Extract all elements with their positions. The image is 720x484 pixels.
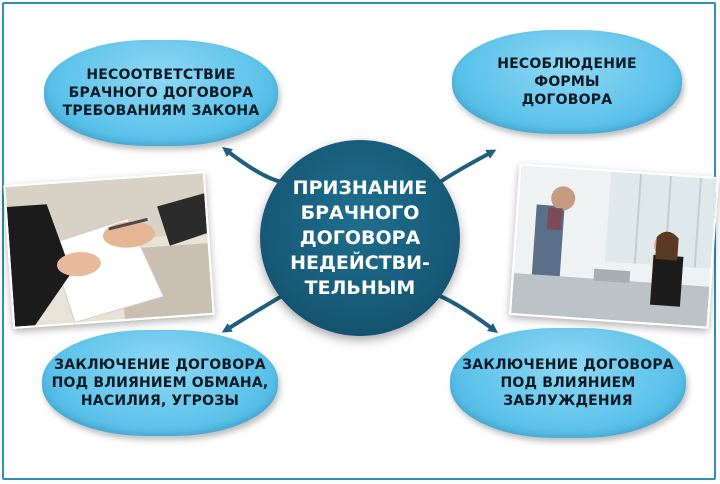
bubble-form-noncompliance: НЕСОБЛЮДЕНИЕ ФОРМЫ ДОГОВОРА (452, 30, 682, 134)
arrow-top-left (222, 146, 283, 184)
bubble-fraud-violence: ЗАКЛЮЧЕНИЕ ДОГОВОРА ПОД ВЛИЯНИЕМ ОБМАНА,… (42, 330, 278, 436)
bubble-law-noncompliance-text: НЕСООТВЕТСТВИЕ БРАЧНОГО ДОГОВОРА ТРЕБОВА… (62, 67, 260, 119)
arrow-top-right (438, 149, 497, 184)
bubble-form-noncompliance-text: НЕСОБЛЮДЕНИЕ ФОРМЫ ДОГОВОРА (497, 56, 637, 108)
bubble-delusion: ЗАКЛЮЧЕНИЕ ДОГОВОРА ПОД ВЛИЯНИЕМ ЗАБЛУЖД… (450, 328, 686, 438)
center-title: ПРИЗНАНИЕ БРАЧНОГО ДОГОВОРА НЕДЕЙСТВИ- Т… (290, 176, 430, 299)
arrow-bottom-right (439, 294, 499, 333)
photo-office-discussion (508, 163, 720, 329)
center-circle: ПРИЗНАНИЕ БРАЧНОГО ДОГОВОРА НЕДЕЙСТВИ- Т… (260, 140, 460, 336)
arrow-bottom-left (221, 294, 284, 333)
bubble-law-noncompliance: НЕСООТВЕТСТВИЕ БРАЧНОГО ДОГОВОРА ТРЕБОВА… (44, 40, 278, 146)
bubble-delusion-text: ЗАКЛЮЧЕНИЕ ДОГОВОРА ПОД ВЛИЯНИЕМ ЗАБЛУЖД… (462, 357, 674, 409)
photo-signing-contract (3, 171, 215, 329)
diagram-frame (2, 2, 716, 480)
bubble-fraud-violence-text: ЗАКЛЮЧЕНИЕ ДОГОВОРА ПОД ВЛИЯНИЕМ ОБМАНА,… (51, 357, 269, 409)
